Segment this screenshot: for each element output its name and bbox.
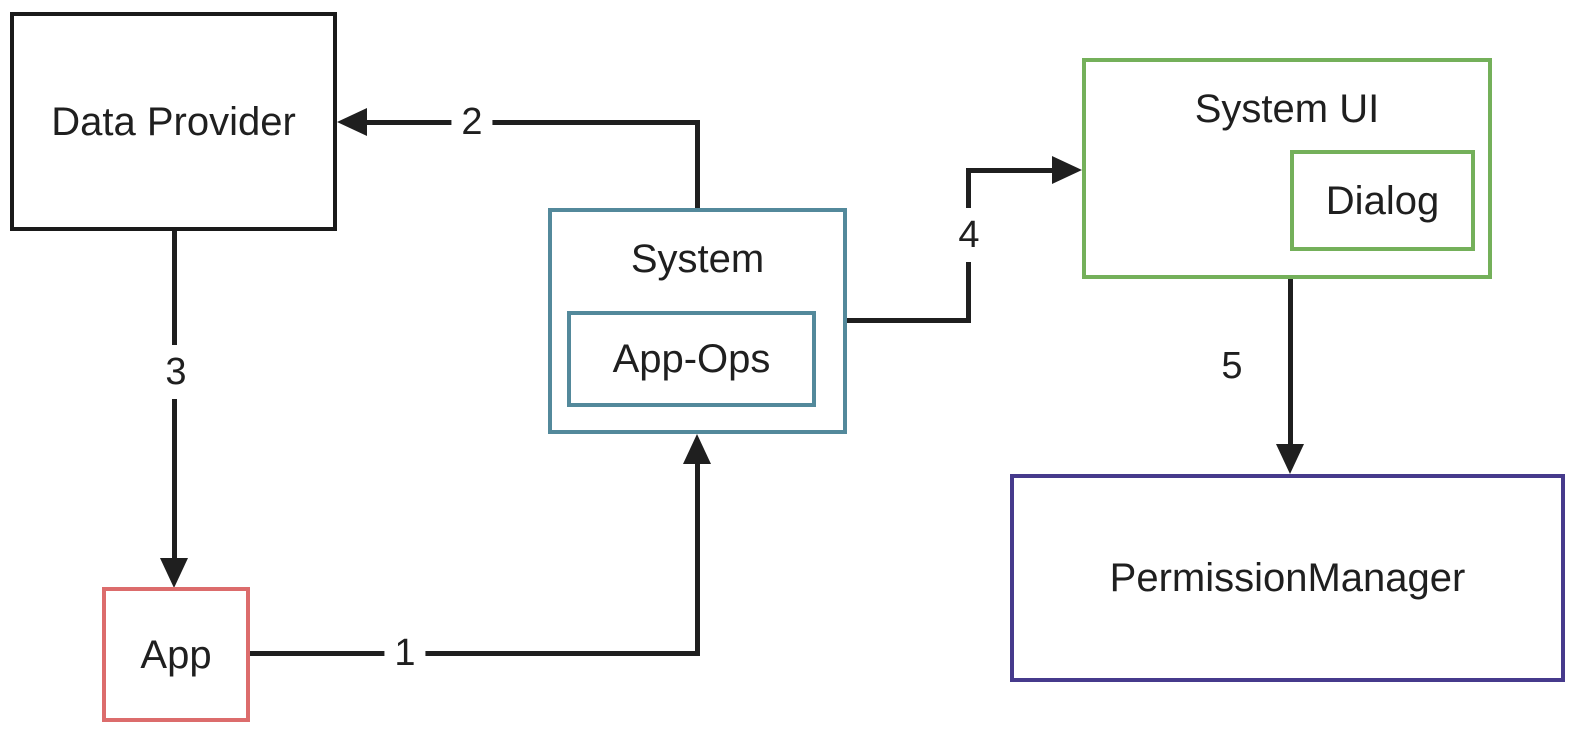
edge-5-arrowhead-down-icon <box>1276 444 1304 474</box>
edge-4-arrowhead-right-icon <box>1052 156 1082 184</box>
node-dialog-label: Dialog <box>1325 178 1440 223</box>
edge-2-arrowhead-left-icon <box>337 108 367 136</box>
edge-2-segment-vertical <box>695 122 700 210</box>
edge-4-label: 4 <box>954 208 984 262</box>
node-app: App <box>102 587 250 722</box>
edge-1-segment-horizontal <box>250 651 700 656</box>
node-dialog: Dialog <box>1290 150 1475 251</box>
edge-5-segment-vertical <box>1288 277 1293 446</box>
edge-2-label: 2 <box>451 101 493 143</box>
edge-5-label: 5 <box>1221 345 1243 387</box>
edge-1-arrowhead-up-icon <box>683 434 711 464</box>
edge-2-segment-horizontal <box>367 120 700 125</box>
edge-4-segment-horizontal-upper <box>966 168 1054 173</box>
edge-1-label: 1 <box>384 632 426 674</box>
node-system-ui-label: System UI <box>1194 87 1380 131</box>
node-data-provider: Data Provider <box>10 12 337 231</box>
edge-1-segment-vertical <box>695 460 700 656</box>
node-permission-manager: PermissionManager <box>1010 474 1565 682</box>
node-permission-manager-label: PermissionManager <box>1109 556 1466 600</box>
edge-3-label: 3 <box>161 345 191 399</box>
node-app-label: App <box>140 632 212 677</box>
node-system-label: System <box>630 237 765 281</box>
node-app-ops: App-Ops <box>567 311 816 407</box>
node-data-provider-label: Data Provider <box>51 99 296 144</box>
edge-4-segment-horizontal-lower <box>847 318 971 323</box>
edge-3-arrowhead-down-icon <box>160 558 188 588</box>
node-app-ops-label: App-Ops <box>612 337 771 381</box>
